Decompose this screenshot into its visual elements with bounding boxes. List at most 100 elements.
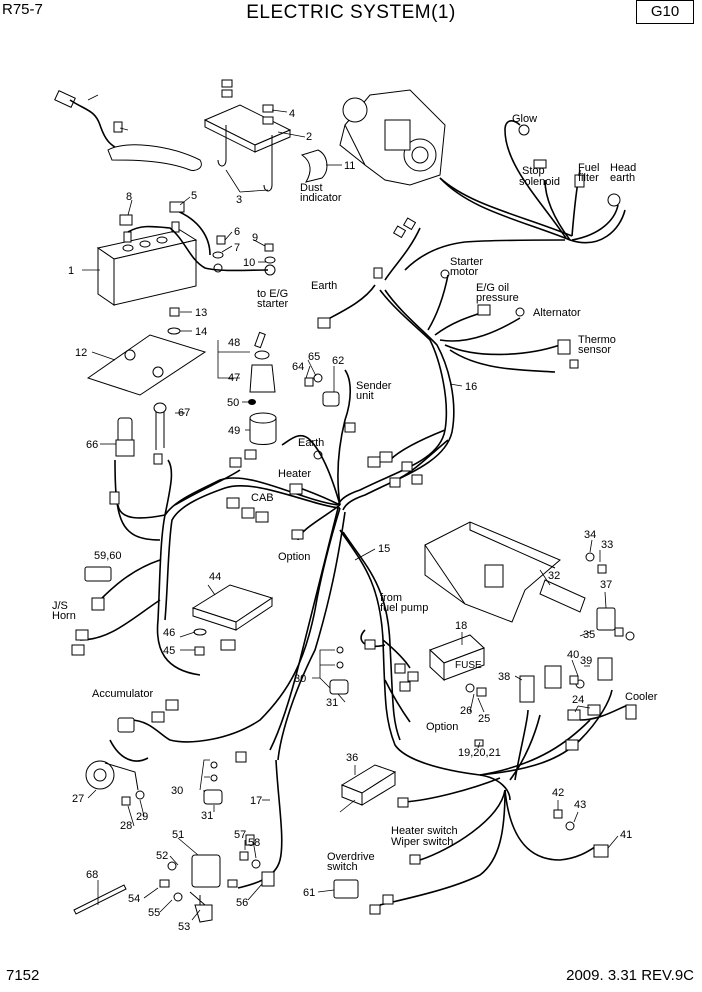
part-55: 57	[234, 829, 246, 841]
part-27: 29	[136, 811, 148, 823]
part-40: 42	[552, 787, 564, 799]
cable-tie	[73, 884, 127, 915]
label-overdrive: Overdrive	[327, 851, 375, 863]
part-7: 7	[234, 242, 240, 254]
label-sender: Sender	[356, 380, 392, 392]
label-switch: switch	[327, 861, 358, 873]
label-thermo: Thermo	[578, 334, 616, 346]
label-sensor: sensor	[578, 344, 611, 356]
part-35: 37	[600, 579, 612, 591]
controller-34	[340, 764, 397, 806]
label-to-eg: to E/G	[257, 288, 288, 300]
part-12: 12	[75, 347, 87, 359]
part-18: 18	[455, 620, 467, 632]
label-fuel-pump: fuel pump	[380, 602, 428, 614]
battery	[96, 221, 198, 306]
part-41: 43	[574, 799, 586, 811]
part-58: 61	[303, 887, 315, 899]
label-heater-switch: Heater switch	[391, 825, 458, 837]
part-44: 46	[163, 627, 175, 639]
fuse-label: FUSE	[455, 660, 482, 671]
part-29b: 31	[201, 810, 213, 822]
part-16: 16	[465, 381, 477, 393]
part-17: 17	[250, 795, 262, 807]
part-48: 50	[227, 397, 239, 409]
label-cab: CAB	[251, 492, 274, 504]
bolts-and-washers	[121, 235, 635, 902]
part-1: 1	[68, 265, 74, 277]
part-9: 9	[252, 232, 258, 244]
leader-lines	[82, 94, 619, 921]
dust-indicator	[300, 149, 328, 183]
js-horn-button	[84, 566, 112, 582]
part-52: 54	[128, 893, 140, 905]
harness-15	[339, 529, 629, 906]
part-53: 55	[148, 907, 160, 919]
engine-starter	[339, 89, 446, 186]
part-4: 4	[289, 108, 295, 120]
label-solenoid: solenoid	[519, 176, 560, 188]
part-11: 11	[344, 160, 355, 172]
part-31: 33	[601, 539, 613, 551]
part-45: 47	[228, 372, 240, 384]
battery-cable-terminal	[169, 201, 185, 213]
part-54: 56	[236, 897, 248, 909]
part-26: 28	[120, 820, 132, 832]
battery-terminal-clamp	[119, 214, 133, 226]
part-47: 49	[228, 425, 240, 437]
part-32: 34	[584, 529, 596, 541]
part-8: 8	[126, 191, 132, 203]
fuse-box: FUSE	[429, 634, 485, 682]
callout-labels: Glow Stop solenoid Fuel filter Head eart…	[52, 113, 658, 873]
part-14: 14	[195, 326, 207, 338]
label-starter-motor-2: motor	[450, 266, 478, 278]
label-from: from	[380, 592, 402, 604]
part-2: 2	[306, 131, 312, 143]
label-wiper-switch: Wiper switch	[391, 836, 453, 848]
part-49: 51	[172, 829, 184, 841]
part-10: 10	[243, 257, 255, 269]
label-option-1: Option	[278, 551, 310, 563]
part-46: 48	[228, 337, 240, 349]
harness-connectors	[71, 124, 637, 915]
label-earth-2: Earth	[298, 437, 324, 449]
part-24: 26	[460, 705, 472, 717]
label-unit: unit	[356, 390, 374, 402]
part-38: 40	[567, 649, 579, 661]
relay-49	[189, 854, 221, 923]
part-65: 68	[86, 869, 98, 881]
label-cooler: Cooler	[625, 691, 658, 703]
label-earth-head: earth	[610, 172, 635, 184]
part-57: 59,60	[94, 550, 122, 562]
page-code-box: G10	[636, 0, 694, 24]
part-56: 58	[248, 837, 260, 849]
cover-plate	[86, 334, 207, 396]
part-43: 45	[163, 645, 175, 657]
label-starter: starter	[257, 298, 289, 310]
part-25: 27	[72, 793, 84, 805]
label-pressure: pressure	[476, 292, 519, 304]
part-63: 66	[86, 439, 98, 451]
document-number: 7152	[6, 967, 40, 984]
main-harness-16	[329, 120, 626, 511]
sender-unit	[322, 391, 340, 407]
part-13: 13	[195, 307, 207, 319]
label-dust: Dust	[300, 182, 323, 194]
controller-42	[191, 584, 274, 631]
harness-17	[237, 759, 283, 889]
part-51: 53	[178, 921, 190, 933]
switch-63-64	[115, 402, 167, 457]
part-3: 3	[236, 194, 242, 206]
part-37: 39	[580, 655, 592, 667]
part-36: 38	[498, 671, 510, 683]
label-eg-oil: E/G oil	[476, 282, 509, 294]
relay-parts	[248, 331, 277, 445]
label-alternator: Alternator	[533, 307, 581, 319]
part-62: 65	[308, 351, 320, 363]
part-34: 36	[346, 752, 358, 764]
revision-date: 2009. 3.31 REV.9C	[566, 967, 694, 984]
label-js: J/S	[52, 600, 68, 612]
part-28a: 30	[294, 673, 306, 685]
label-option-2: Option	[426, 721, 458, 733]
